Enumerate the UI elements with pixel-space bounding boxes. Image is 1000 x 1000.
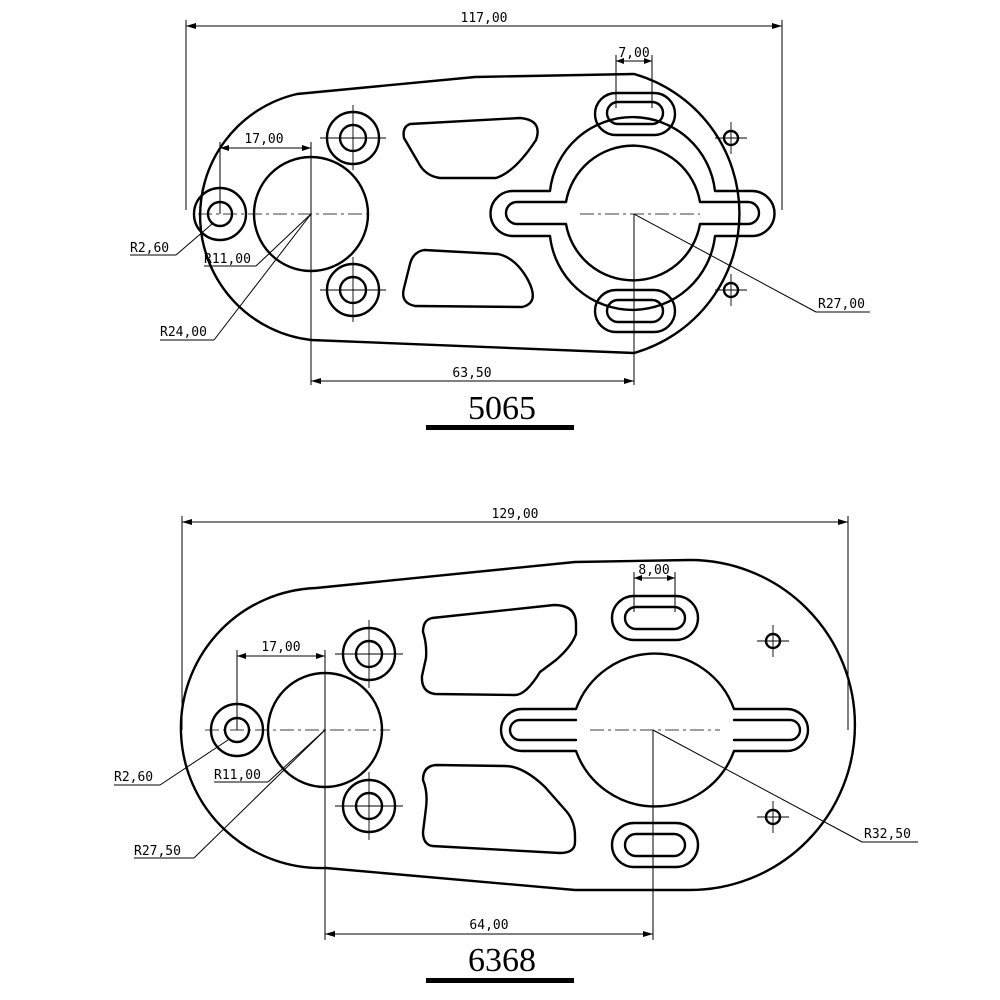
- cutout-upper: [402, 116, 539, 180]
- pin-hole-top: [715, 122, 747, 154]
- part-6368: 129,00 8,00 17,00 R2,60 R11,00: [114, 507, 918, 983]
- center-bore-outer: [489, 115, 776, 312]
- pin-hole-bottom: [715, 274, 747, 306]
- plate-outline: [198, 72, 741, 355]
- dim-slot-width-label: 7,00: [618, 46, 649, 61]
- part-title: 5065: [468, 390, 536, 427]
- dim-small-hole-radius: R2,60: [114, 739, 229, 786]
- center-bore-inner: [504, 144, 761, 282]
- pin-hole-top: [757, 625, 789, 657]
- dim-small-hole-radius-label: R2,60: [114, 770, 153, 785]
- part-title: 6368: [468, 942, 536, 979]
- dim-right-end-radius: R27,00: [633, 213, 870, 313]
- center-bore-inner: [508, 718, 802, 742]
- dim-hole-offset: 17,00: [219, 132, 312, 214]
- boss-bottom: [320, 257, 386, 322]
- title-underline: [426, 425, 574, 430]
- boss-top: [320, 105, 386, 170]
- boss-top: [335, 620, 403, 688]
- slot-top: [593, 91, 677, 137]
- dim-big-hole-radius-label: R11,00: [204, 252, 251, 267]
- dim-overall-width-label: 117,00: [461, 11, 508, 26]
- dim-slot-width: 8,00: [633, 563, 676, 612]
- boss-bottom: [335, 772, 403, 840]
- part-5065: 117,00 7,00 17,00 R2,60 R11,00: [130, 11, 870, 430]
- dim-slot-width-label: 8,00: [638, 563, 669, 578]
- dim-hole-offset-label: 17,00: [244, 132, 283, 147]
- dim-center-distance: 63,50: [310, 214, 635, 385]
- slot-top: [610, 594, 700, 642]
- cutout-lower: [421, 763, 577, 855]
- dim-center-distance-label: 63,50: [452, 366, 491, 381]
- dim-small-hole-radius: R2,60: [130, 223, 213, 256]
- dim-left-end-radius-label: R27,50: [134, 844, 181, 859]
- dim-right-end-radius-label: R32,50: [864, 827, 911, 842]
- dim-right-end-radius: R32,50: [652, 729, 918, 843]
- dim-center-distance-label: 64,00: [469, 918, 508, 933]
- dim-small-hole-radius-label: R2,60: [130, 241, 169, 256]
- dim-right-end-radius-label: R27,00: [818, 297, 865, 312]
- dim-left-end-radius-label: R24,00: [160, 325, 207, 340]
- dim-big-hole-radius-label: R11,00: [214, 768, 261, 783]
- dim-left-end-radius: R24,00: [160, 213, 312, 341]
- cutout-lower: [401, 248, 534, 309]
- dim-left-end-radius: R27,50: [134, 729, 326, 859]
- title-underline: [426, 978, 574, 983]
- dim-big-hole-radius: R11,00: [204, 213, 312, 267]
- dim-hole-offset-label: 17,00: [261, 640, 300, 655]
- dim-overall-width: 117,00: [185, 11, 783, 210]
- pin-hole-bottom: [757, 801, 789, 833]
- dim-hole-offset: 17,00: [236, 640, 326, 730]
- center-bore-outer: [499, 652, 810, 808]
- slot-bottom: [593, 288, 677, 334]
- slot-bottom: [610, 821, 700, 869]
- dim-overall-width: 129,00: [181, 507, 849, 730]
- cutout-upper: [420, 603, 578, 697]
- plate-outline: [179, 558, 857, 892]
- dim-overall-width-label: 129,00: [492, 507, 539, 522]
- dim-center-distance: 64,00: [324, 730, 654, 940]
- dim-slot-width: 7,00: [615, 46, 653, 108]
